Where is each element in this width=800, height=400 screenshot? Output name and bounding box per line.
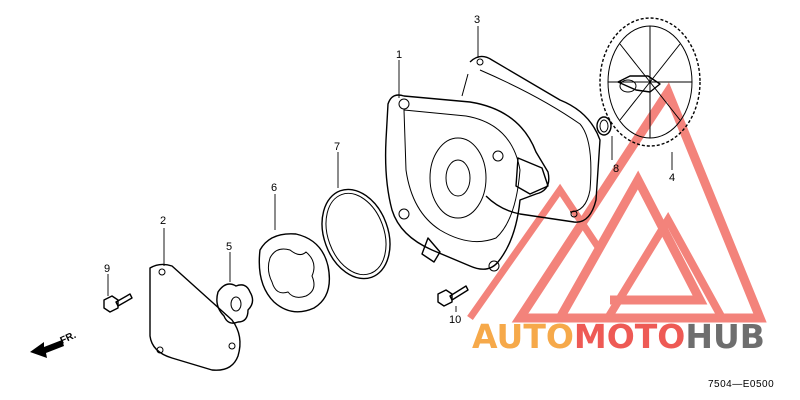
watermark-part-2: MOTO (574, 317, 685, 356)
watermark-part-3: HUB (685, 317, 765, 356)
part-9-bolt (103, 293, 133, 313)
callout-6: 6 (271, 182, 277, 194)
direction-label: FR. (59, 330, 78, 347)
callout-7: 7 (334, 141, 340, 153)
diagram-code: 7504—E0500 (708, 379, 774, 390)
watermark-part-1: AUTO (472, 317, 574, 356)
front-direction-indicator: FR. (30, 330, 78, 358)
arrow-left-icon (30, 340, 64, 358)
watermark-text: AUTOMOTOHUB (472, 317, 765, 356)
callout-2: 2 (160, 215, 166, 227)
callout-8: 8 (613, 163, 619, 175)
part-8-small-o-ring (596, 116, 612, 136)
leader-lines (107, 26, 673, 312)
part-2-cover-plate (149, 263, 241, 371)
part-7-o-ring (321, 188, 391, 280)
callout-5: 5 (226, 241, 232, 253)
callout-10: 10 (449, 314, 461, 326)
part-1-pump-body (384, 94, 550, 272)
callout-4: 4 (669, 172, 675, 184)
callout-3: 3 (474, 14, 480, 26)
watermark-logo-icon (467, 82, 767, 323)
callout-1: 1 (396, 49, 402, 61)
part-3-gasket (461, 55, 601, 223)
part-6-outer-rotor (258, 233, 331, 313)
part-5-inner-rotor (216, 283, 254, 324)
callout-9: 9 (104, 263, 110, 275)
part-4-driven-gear (599, 17, 701, 147)
part-10-bolt (437, 285, 469, 307)
